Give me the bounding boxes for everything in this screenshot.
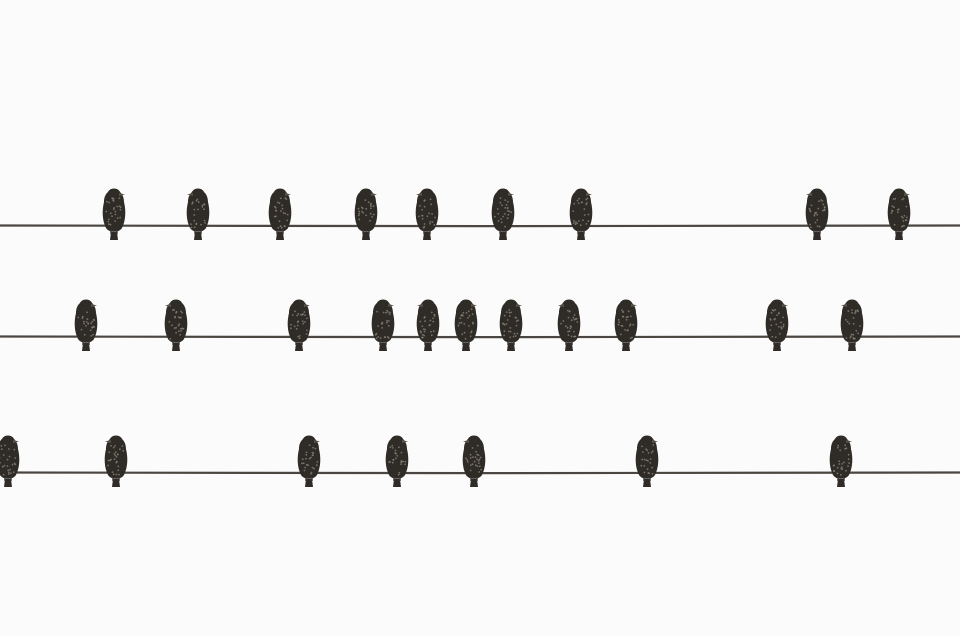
starling-bird [829,435,853,487]
starling-bird [74,299,98,351]
starling-bird [371,299,395,351]
starling-bird [164,299,188,351]
starling-bird [385,435,409,487]
wire-middle [0,335,960,339]
starling-bird [840,299,864,351]
starling-bird [287,299,311,351]
birds-layer [0,188,911,487]
starling-bird [186,188,210,240]
starling-bird [499,299,523,351]
starling-bird [0,435,20,487]
starling-bird [415,188,439,240]
starling-bird [569,188,593,240]
starling-bird [102,188,126,240]
starling-bird [104,435,128,487]
starling-bird [805,188,829,240]
starling-bird [354,188,378,240]
starling-bird [416,299,440,351]
starling-bird [491,188,515,240]
starling-bird [635,435,659,487]
starling-bird [887,188,911,240]
starling-bird [462,435,486,487]
starling-bird [614,299,638,351]
starling-bird [557,299,581,351]
starling-bird [765,299,789,351]
starling-bird [297,435,321,487]
starling-bird [454,299,478,351]
starling-bird [268,188,292,240]
